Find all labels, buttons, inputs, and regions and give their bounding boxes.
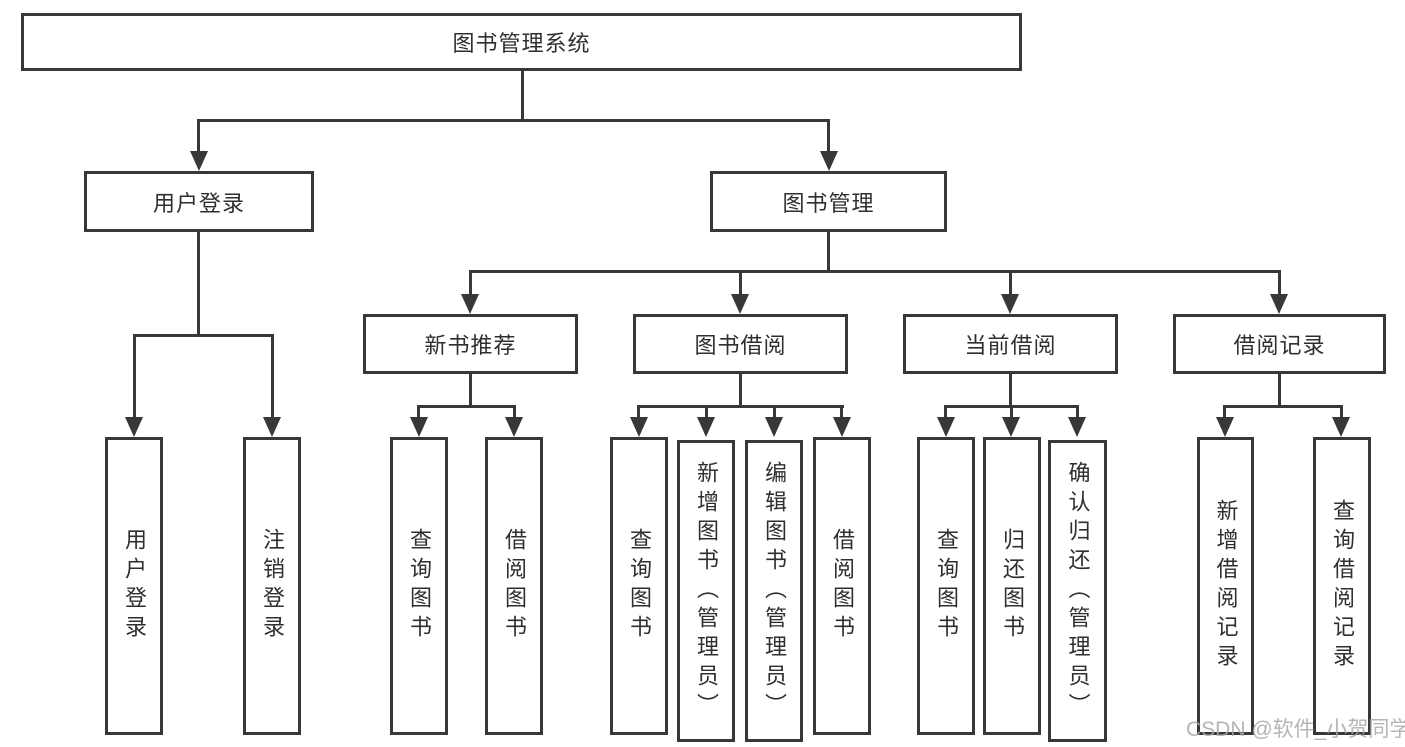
node-confirm-return-admin-label: 确认归还（管理员） xyxy=(1065,460,1091,722)
node-borrowing-records-label: 借阅记录 xyxy=(1233,333,1326,358)
arrow-down-icon xyxy=(1001,294,1019,314)
node-edit-books-admin: 编辑图书（管理员） xyxy=(745,440,803,742)
node-current-borrowing: 当前借阅 xyxy=(903,314,1118,374)
arrow-down-icon xyxy=(190,151,208,171)
node-root-label: 图书管理系统 xyxy=(452,31,591,56)
node-query-books-recommend-label: 查询图书 xyxy=(407,528,432,644)
node-return-books-label: 归还图书 xyxy=(1000,528,1025,644)
connector-recommend-drop-1 xyxy=(417,405,420,419)
arrow-down-icon xyxy=(765,417,783,437)
node-query-borrow-record: 查询借阅记录 xyxy=(1313,437,1371,735)
node-borrow-books-borrowing: 借阅图书 xyxy=(813,437,871,735)
arrow-down-icon xyxy=(833,417,851,437)
connector-records-bar xyxy=(1224,405,1343,408)
node-book-management: 图书管理 xyxy=(710,171,947,232)
node-root: 图书管理系统 xyxy=(21,13,1022,71)
node-user-login: 用户登录 xyxy=(84,171,314,232)
node-add-borrow-record-label: 新增借阅记录 xyxy=(1213,499,1239,673)
node-user-login-label: 用户登录 xyxy=(152,190,245,216)
node-borrow-books-recommend: 借阅图书 xyxy=(485,437,543,735)
connector-root-drop-right xyxy=(827,119,830,154)
node-login: 用户登录 xyxy=(105,437,163,735)
arrow-down-icon xyxy=(263,417,281,437)
connector-borrowing-drop-2 xyxy=(705,405,708,419)
node-new-book-recommend-label: 新书推荐 xyxy=(424,333,517,358)
connector-recommend-drop-2 xyxy=(513,405,516,419)
node-add-books-admin: 新增图书（管理员） xyxy=(677,440,735,742)
arrow-down-icon xyxy=(731,294,749,314)
connector-user-login-bar xyxy=(133,334,274,337)
connector-book-mgmt-drop-2 xyxy=(739,270,742,296)
node-book-management-label: 图书管理 xyxy=(782,190,875,216)
node-borrow-books-borrowing-label: 借阅图书 xyxy=(830,528,855,644)
connector-root-drop-left xyxy=(197,119,200,154)
connector-book-mgmt-drop-3 xyxy=(1009,270,1012,296)
arrow-down-icon xyxy=(1332,417,1350,437)
connector-current-stem xyxy=(1009,374,1012,407)
connector-current-drop-3 xyxy=(1076,405,1079,419)
connector-borrowing-stem xyxy=(739,374,742,407)
node-confirm-return-admin: 确认归还（管理员） xyxy=(1048,440,1107,742)
arrow-down-icon xyxy=(630,417,648,437)
arrow-down-icon xyxy=(1068,417,1086,437)
node-edit-books-admin-label: 编辑图书（管理员） xyxy=(762,460,787,722)
connector-root-stem xyxy=(521,71,524,119)
connector-book-mgmt-stem xyxy=(827,232,830,272)
connector-records-drop-2 xyxy=(1340,405,1343,419)
node-query-books-recommend: 查询图书 xyxy=(390,437,448,735)
arrow-down-icon xyxy=(461,294,479,314)
connector-recommend-bar xyxy=(418,405,516,408)
node-query-books-borrowing-label: 查询图书 xyxy=(627,528,652,644)
connector-records-stem xyxy=(1278,374,1281,407)
connector-book-mgmt-drop-1 xyxy=(469,270,472,296)
node-add-books-admin-label: 新增图书（管理员） xyxy=(694,460,719,722)
connector-borrowing-drop-4 xyxy=(840,405,843,419)
node-book-borrowing: 图书借阅 xyxy=(633,314,848,374)
arrow-down-icon xyxy=(1216,417,1234,437)
node-query-books-borrowing: 查询图书 xyxy=(610,437,668,735)
connector-current-drop-1 xyxy=(944,405,947,419)
connector-records-drop-1 xyxy=(1223,405,1226,419)
node-return-books: 归还图书 xyxy=(983,437,1041,735)
connector-recommend-stem xyxy=(469,374,472,407)
arrow-down-icon xyxy=(697,417,715,437)
node-borrowing-records: 借阅记录 xyxy=(1173,314,1386,374)
node-query-books-current-label: 查询图书 xyxy=(934,528,959,644)
arrow-down-icon xyxy=(1002,417,1020,437)
connector-current-drop-2 xyxy=(1010,405,1013,419)
connector-root-bar xyxy=(197,119,830,122)
arrow-down-icon xyxy=(505,417,523,437)
arrow-down-icon xyxy=(125,417,143,437)
node-add-borrow-record: 新增借阅记录 xyxy=(1197,437,1254,735)
arrow-down-icon xyxy=(1270,294,1288,314)
node-logout: 注销登录 xyxy=(243,437,301,735)
connector-user-login-drop-2 xyxy=(271,334,274,419)
watermark: CSDN @软件_小贺同学 xyxy=(1186,718,1405,741)
arrow-down-icon xyxy=(937,417,955,437)
node-query-borrow-record-label: 查询借阅记录 xyxy=(1330,499,1355,673)
node-logout-label: 注销登录 xyxy=(260,528,285,644)
node-login-label: 用户登录 xyxy=(122,528,147,644)
connector-book-mgmt-drop-4 xyxy=(1278,270,1281,296)
arrow-down-icon xyxy=(820,151,838,171)
connector-borrowing-drop-1 xyxy=(637,405,640,419)
node-book-borrowing-label: 图书借阅 xyxy=(694,333,787,358)
node-new-book-recommend: 新书推荐 xyxy=(363,314,578,374)
node-query-books-current: 查询图书 xyxy=(917,437,975,735)
connector-user-login-drop-1 xyxy=(133,334,136,419)
connector-book-mgmt-bar xyxy=(469,270,1281,273)
arrow-down-icon xyxy=(410,417,428,437)
connector-user-login-stem xyxy=(197,232,200,336)
node-current-borrowing-label: 当前借阅 xyxy=(964,333,1057,358)
node-borrow-books-recommend-label: 借阅图书 xyxy=(502,528,527,644)
connector-borrowing-drop-3 xyxy=(773,405,776,419)
connector-borrowing-bar xyxy=(638,405,844,408)
